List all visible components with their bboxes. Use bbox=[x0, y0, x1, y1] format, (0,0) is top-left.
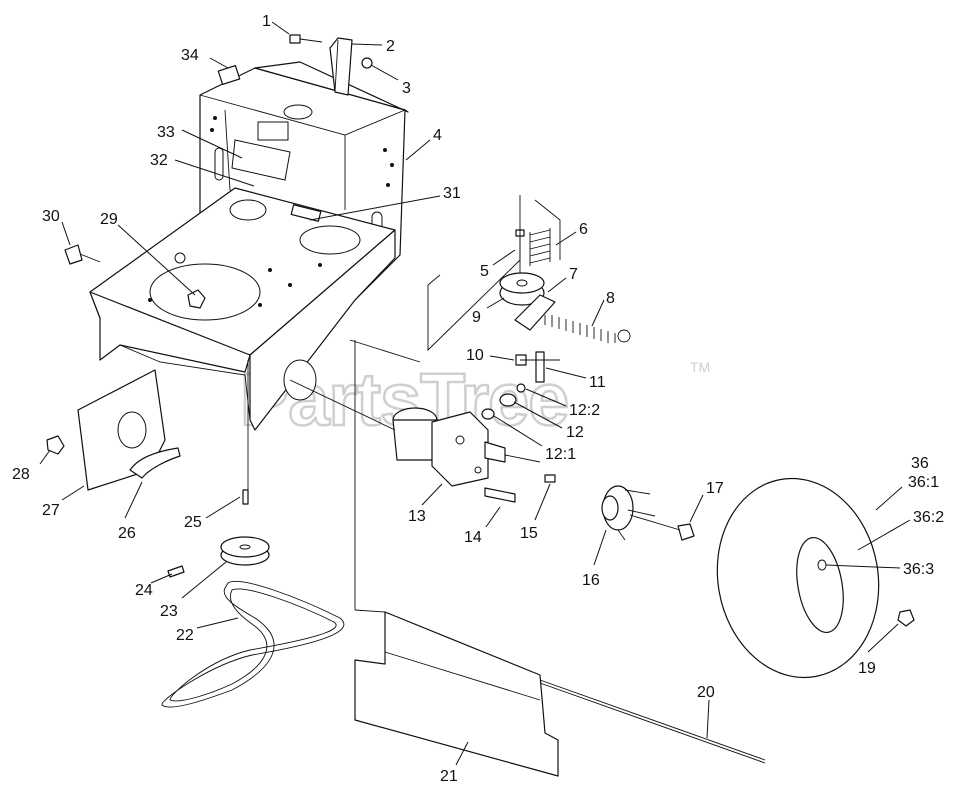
callout-6: 6 bbox=[579, 221, 588, 238]
callout-9: 9 bbox=[472, 309, 481, 326]
callout-11: 11 bbox=[589, 374, 606, 391]
callout-12-1: 12:1 bbox=[545, 446, 576, 463]
callout-26: 26 bbox=[118, 525, 136, 542]
callout-14: 14 bbox=[464, 529, 482, 546]
callout-12-2: 12:2 bbox=[569, 402, 600, 419]
leader-lines bbox=[39, 21, 911, 766]
callout-labels: 1 2 3 4 5 6 7 8 9 10 11 12:2 12 12:1 13 … bbox=[12, 13, 944, 785]
bolt-1 bbox=[289, 34, 323, 44]
callout-28: 28 bbox=[12, 466, 30, 483]
callout-23: 23 bbox=[160, 603, 178, 620]
transmission-13 bbox=[392, 407, 556, 503]
callout-29: 29 bbox=[100, 211, 118, 228]
callout-5: 5 bbox=[480, 263, 489, 280]
nut-28 bbox=[46, 435, 65, 455]
callout-36-1: 36:1 bbox=[908, 474, 939, 491]
hub-16 bbox=[601, 485, 656, 541]
nut-19 bbox=[897, 609, 915, 627]
callout-21: 21 bbox=[440, 768, 458, 785]
callout-22: 22 bbox=[176, 627, 194, 644]
callout-33: 33 bbox=[157, 124, 175, 141]
callout-32: 32 bbox=[150, 152, 168, 169]
callout-13: 13 bbox=[408, 508, 426, 525]
callout-15: 15 bbox=[520, 525, 538, 542]
callout-12: 12 bbox=[566, 424, 584, 441]
belt-22 bbox=[161, 580, 345, 708]
callout-3: 3 bbox=[402, 80, 411, 97]
guard-21 bbox=[354, 611, 559, 777]
rod-20 bbox=[539, 679, 766, 764]
callout-36: 36 bbox=[911, 455, 929, 472]
bolt-30 bbox=[64, 244, 101, 265]
callout-10: 10 bbox=[466, 347, 484, 364]
wheel-36 bbox=[716, 477, 880, 679]
callout-1: 1 bbox=[262, 13, 271, 30]
callout-31: 31 bbox=[443, 185, 461, 202]
assembly-lines bbox=[247, 195, 681, 613]
callout-7: 7 bbox=[569, 266, 578, 283]
bolt-17 bbox=[677, 523, 695, 541]
callout-19: 19 bbox=[858, 660, 876, 677]
callout-27: 27 bbox=[42, 502, 60, 519]
callout-36-3: 36:3 bbox=[903, 561, 934, 578]
callout-20: 20 bbox=[697, 684, 715, 701]
callout-2: 2 bbox=[386, 38, 395, 55]
callout-36-2: 36:2 bbox=[913, 509, 944, 526]
callout-25: 25 bbox=[184, 514, 202, 531]
callout-8: 8 bbox=[606, 290, 615, 307]
callout-16: 16 bbox=[582, 572, 600, 589]
callout-34: 34 bbox=[181, 47, 199, 64]
callout-4: 4 bbox=[433, 127, 442, 144]
bracket-2 bbox=[329, 37, 353, 96]
callout-30: 30 bbox=[42, 208, 60, 225]
nut-3 bbox=[361, 57, 373, 69]
watermark-trademark: TM bbox=[690, 359, 710, 375]
frame-assembly bbox=[77, 61, 409, 491]
callout-24: 24 bbox=[135, 582, 153, 599]
pulley-23 bbox=[167, 489, 270, 578]
nut-29 bbox=[187, 289, 206, 309]
idler-assembly bbox=[481, 228, 631, 420]
callout-17: 17 bbox=[706, 480, 724, 497]
